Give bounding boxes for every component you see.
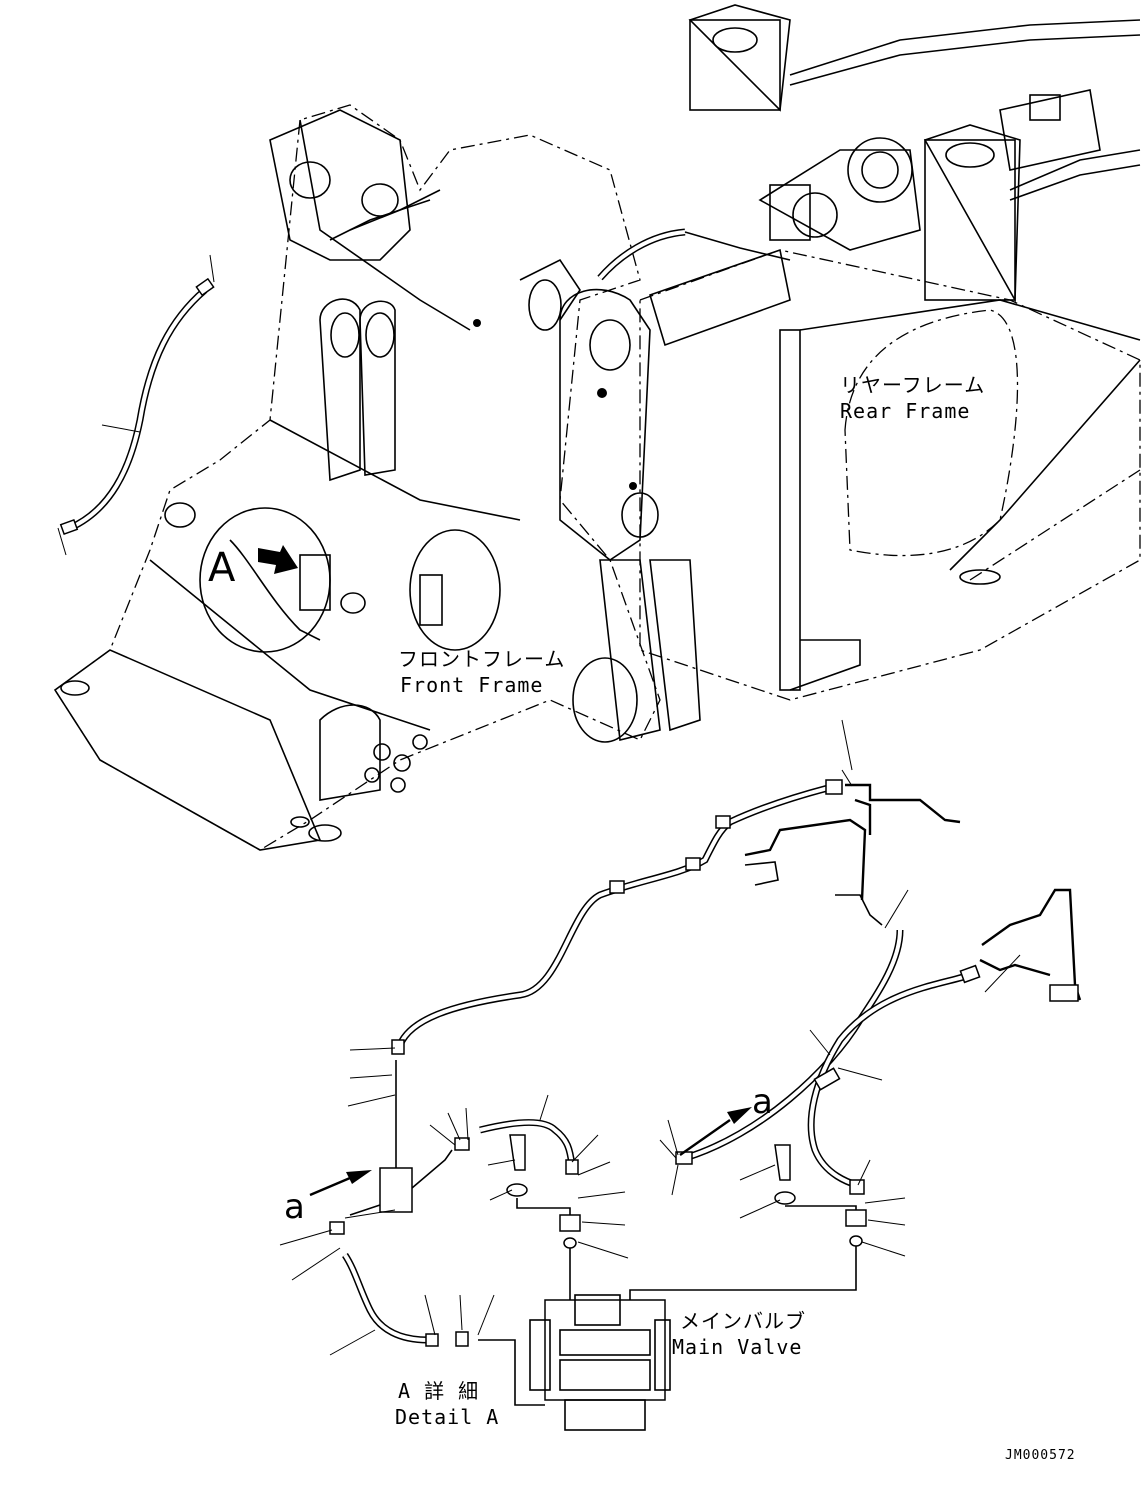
front-frame-label-jp: フロントフレーム [398, 647, 566, 671]
detail-a-label-jp: A 詳 細 [398, 1379, 480, 1403]
front-left-hose [57, 254, 215, 556]
front-frame-drawing [53, 104, 701, 851]
arrow-a-right-letter: a [752, 1082, 773, 1122]
view-a-arrow [258, 545, 298, 574]
view-a-letter: A [208, 545, 236, 591]
drawing-code: JM000572 [1005, 1448, 1076, 1463]
detail-marker-dots [473, 319, 637, 490]
direction-arrows-a [309, 1107, 752, 1197]
detail-a-label-en: Detail A [395, 1405, 500, 1429]
main-valve-label-en: Main Valve [672, 1335, 803, 1359]
rear-frame-drawing [639, 4, 1141, 701]
rear-frame-label-en: Rear Frame [840, 399, 971, 423]
arrow-a-left-letter: a [284, 1187, 305, 1227]
lower-piping-drawing [329, 779, 1082, 1431]
rear-frame-label-jp: リヤーフレーム [840, 373, 986, 397]
articulation-hose [329, 189, 791, 281]
leader-lines [279, 719, 1021, 1356]
main-valve-label-jp: メインバルブ [680, 1309, 806, 1333]
front-frame-label-en: Front Frame [400, 673, 544, 697]
